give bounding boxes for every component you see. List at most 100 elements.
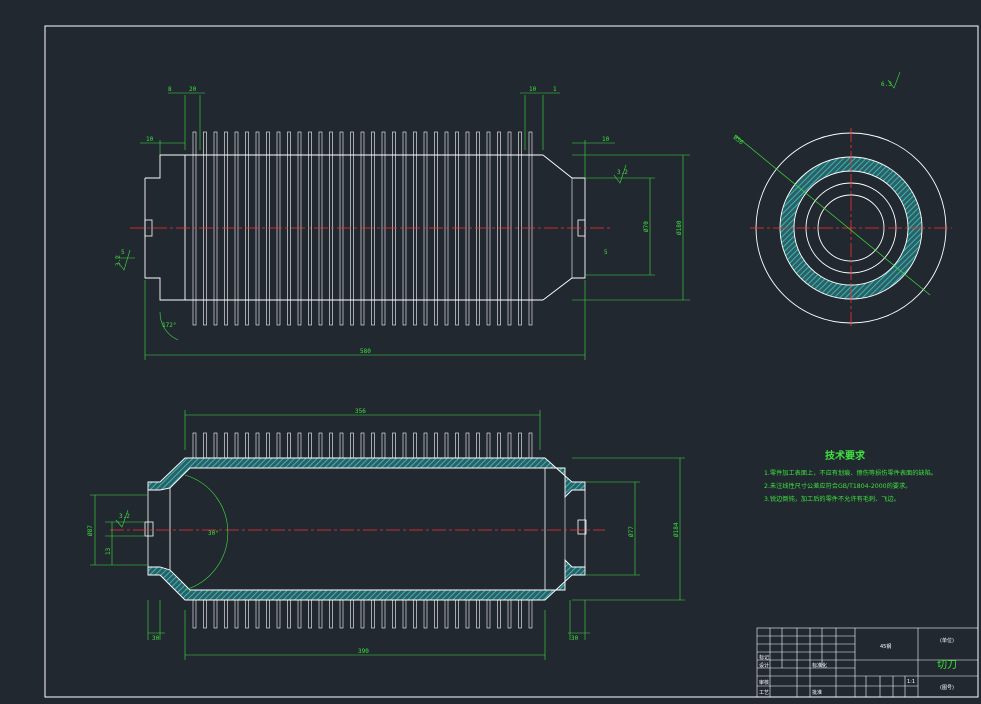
section-fin-top xyxy=(507,432,512,459)
section-fin-bottom xyxy=(308,599,312,629)
section-keyway-left xyxy=(144,521,154,537)
front-fin xyxy=(245,131,249,326)
section-dim-right-outer: Ø184 xyxy=(673,522,680,537)
tech-req-line-2: 2.未注线性尺寸公差应符合GB/T1804-2000的要求。 xyxy=(764,482,911,490)
title-block-scale: 1:1 xyxy=(907,679,915,685)
title-block-row-1: 设计 xyxy=(759,662,769,669)
section-fin-bottom xyxy=(350,599,354,629)
front-dim-inner-dia: Ø70 xyxy=(643,221,650,232)
front-dim-right-top-a: 10 xyxy=(529,86,537,93)
section-fin-top xyxy=(245,432,249,459)
section-fin-top xyxy=(234,432,239,459)
side-view-hatched-ring xyxy=(779,156,923,300)
section-fin-bottom xyxy=(476,599,480,629)
section-fin-top xyxy=(371,432,375,459)
section-fin-bottom xyxy=(507,599,512,629)
section-fin-bottom xyxy=(224,599,228,629)
front-dim-left-top-b: 20 xyxy=(189,86,197,93)
front-keyway-left xyxy=(144,219,153,237)
section-fin-top xyxy=(329,432,333,459)
front-fin xyxy=(402,131,407,326)
front-dim-outer-dia: Ø180 xyxy=(676,220,683,235)
title-block-mid-0: 标准化 xyxy=(812,662,827,669)
section-view: 356 390 30 30 Ø87 13 Ø77 Ø184 30° 3.2 xyxy=(87,408,685,660)
section-fin-bottom xyxy=(455,599,459,629)
section-fin-top xyxy=(423,432,428,459)
front-fin xyxy=(465,131,470,326)
section-dim-right-flange: 30 xyxy=(571,635,579,642)
section-fin-top xyxy=(434,432,438,459)
title-block-part-name: 切刀 xyxy=(937,659,957,671)
title-block-company: (单位) xyxy=(940,637,954,644)
section-fin-top xyxy=(486,432,491,459)
section-fin-bottom xyxy=(360,599,365,629)
section-dim-top-length: 356 xyxy=(355,408,366,415)
front-dim-left-keyway: 5 xyxy=(121,249,125,256)
title-block-row-2: 审核 xyxy=(759,679,769,686)
side-view: Ø56 6.3 xyxy=(732,71,952,328)
section-fin-bottom xyxy=(213,599,218,629)
section-fin-bottom xyxy=(486,599,491,629)
section-fin-top xyxy=(224,432,228,459)
side-view-dia-leader xyxy=(734,134,931,296)
section-fin-top xyxy=(266,432,270,459)
section-wall-bottom xyxy=(147,558,586,601)
front-roughness-left: 3.2 xyxy=(115,255,122,266)
front-fin xyxy=(381,131,386,326)
section-view-fins-bottom xyxy=(192,599,533,629)
section-dim-angle: 30° xyxy=(208,530,219,537)
section-fin-top xyxy=(297,432,302,459)
front-fin xyxy=(518,131,522,326)
front-view-fins xyxy=(192,131,533,326)
section-fin-bottom xyxy=(528,599,533,629)
front-fin xyxy=(318,131,323,326)
section-fin-bottom xyxy=(497,599,501,629)
front-view-outline xyxy=(144,154,186,301)
front-dim-right-top-b: 1 xyxy=(553,86,557,93)
section-fin-bottom xyxy=(318,599,323,629)
section-fin-top xyxy=(518,432,522,459)
section-dim-left-flange: 30 xyxy=(152,635,160,642)
section-fin-top xyxy=(360,432,365,459)
section-fin-bottom xyxy=(297,599,302,629)
section-fin-bottom xyxy=(203,599,207,629)
section-fin-bottom xyxy=(518,599,522,629)
section-fin-top xyxy=(350,432,354,459)
tech-req-line-1: 1.零件加工表面上，不应有划痕、擦伤等损伤零件表面的缺陷。 xyxy=(764,469,937,477)
section-fin-bottom xyxy=(245,599,249,629)
section-fin-bottom xyxy=(287,599,291,629)
front-dim-angle: 172° xyxy=(162,322,176,329)
front-view-outline-right xyxy=(542,154,586,301)
front-dim-left-flange: 10 xyxy=(146,136,154,143)
section-fin-top xyxy=(287,432,291,459)
front-fin xyxy=(392,131,396,326)
section-dim-bottom-length: 390 xyxy=(358,648,369,655)
front-fin xyxy=(444,131,449,326)
section-fin-top xyxy=(528,432,533,459)
section-fin-bottom xyxy=(192,599,197,629)
section-fin-bottom xyxy=(234,599,239,629)
section-fin-bottom xyxy=(413,599,417,629)
section-fin-top xyxy=(276,432,281,459)
front-fin xyxy=(413,131,417,326)
front-fin xyxy=(507,131,512,326)
front-dim-right-flange: 10 xyxy=(602,136,610,143)
section-fin-top xyxy=(476,432,480,459)
front-dim-left-top-a: 8 xyxy=(168,86,172,93)
side-view-dia-label: Ø56 xyxy=(732,134,745,147)
front-fin xyxy=(486,131,491,326)
front-fin xyxy=(297,131,302,326)
section-fin-top xyxy=(455,432,459,459)
front-fin xyxy=(255,131,260,326)
section-fin-bottom xyxy=(434,599,438,629)
front-view: 8 20 10 1 10 10 580 Ø70 Ø180 5 5 172° 3.… xyxy=(115,86,690,360)
section-fin-bottom xyxy=(444,599,449,629)
section-fin-top xyxy=(402,432,407,459)
section-dim-left-dia: Ø87 xyxy=(87,525,94,536)
section-view-fins-top xyxy=(192,432,533,459)
front-fin xyxy=(287,131,291,326)
front-fin xyxy=(276,131,281,326)
section-fin-top xyxy=(444,432,449,459)
front-fin xyxy=(434,131,438,326)
